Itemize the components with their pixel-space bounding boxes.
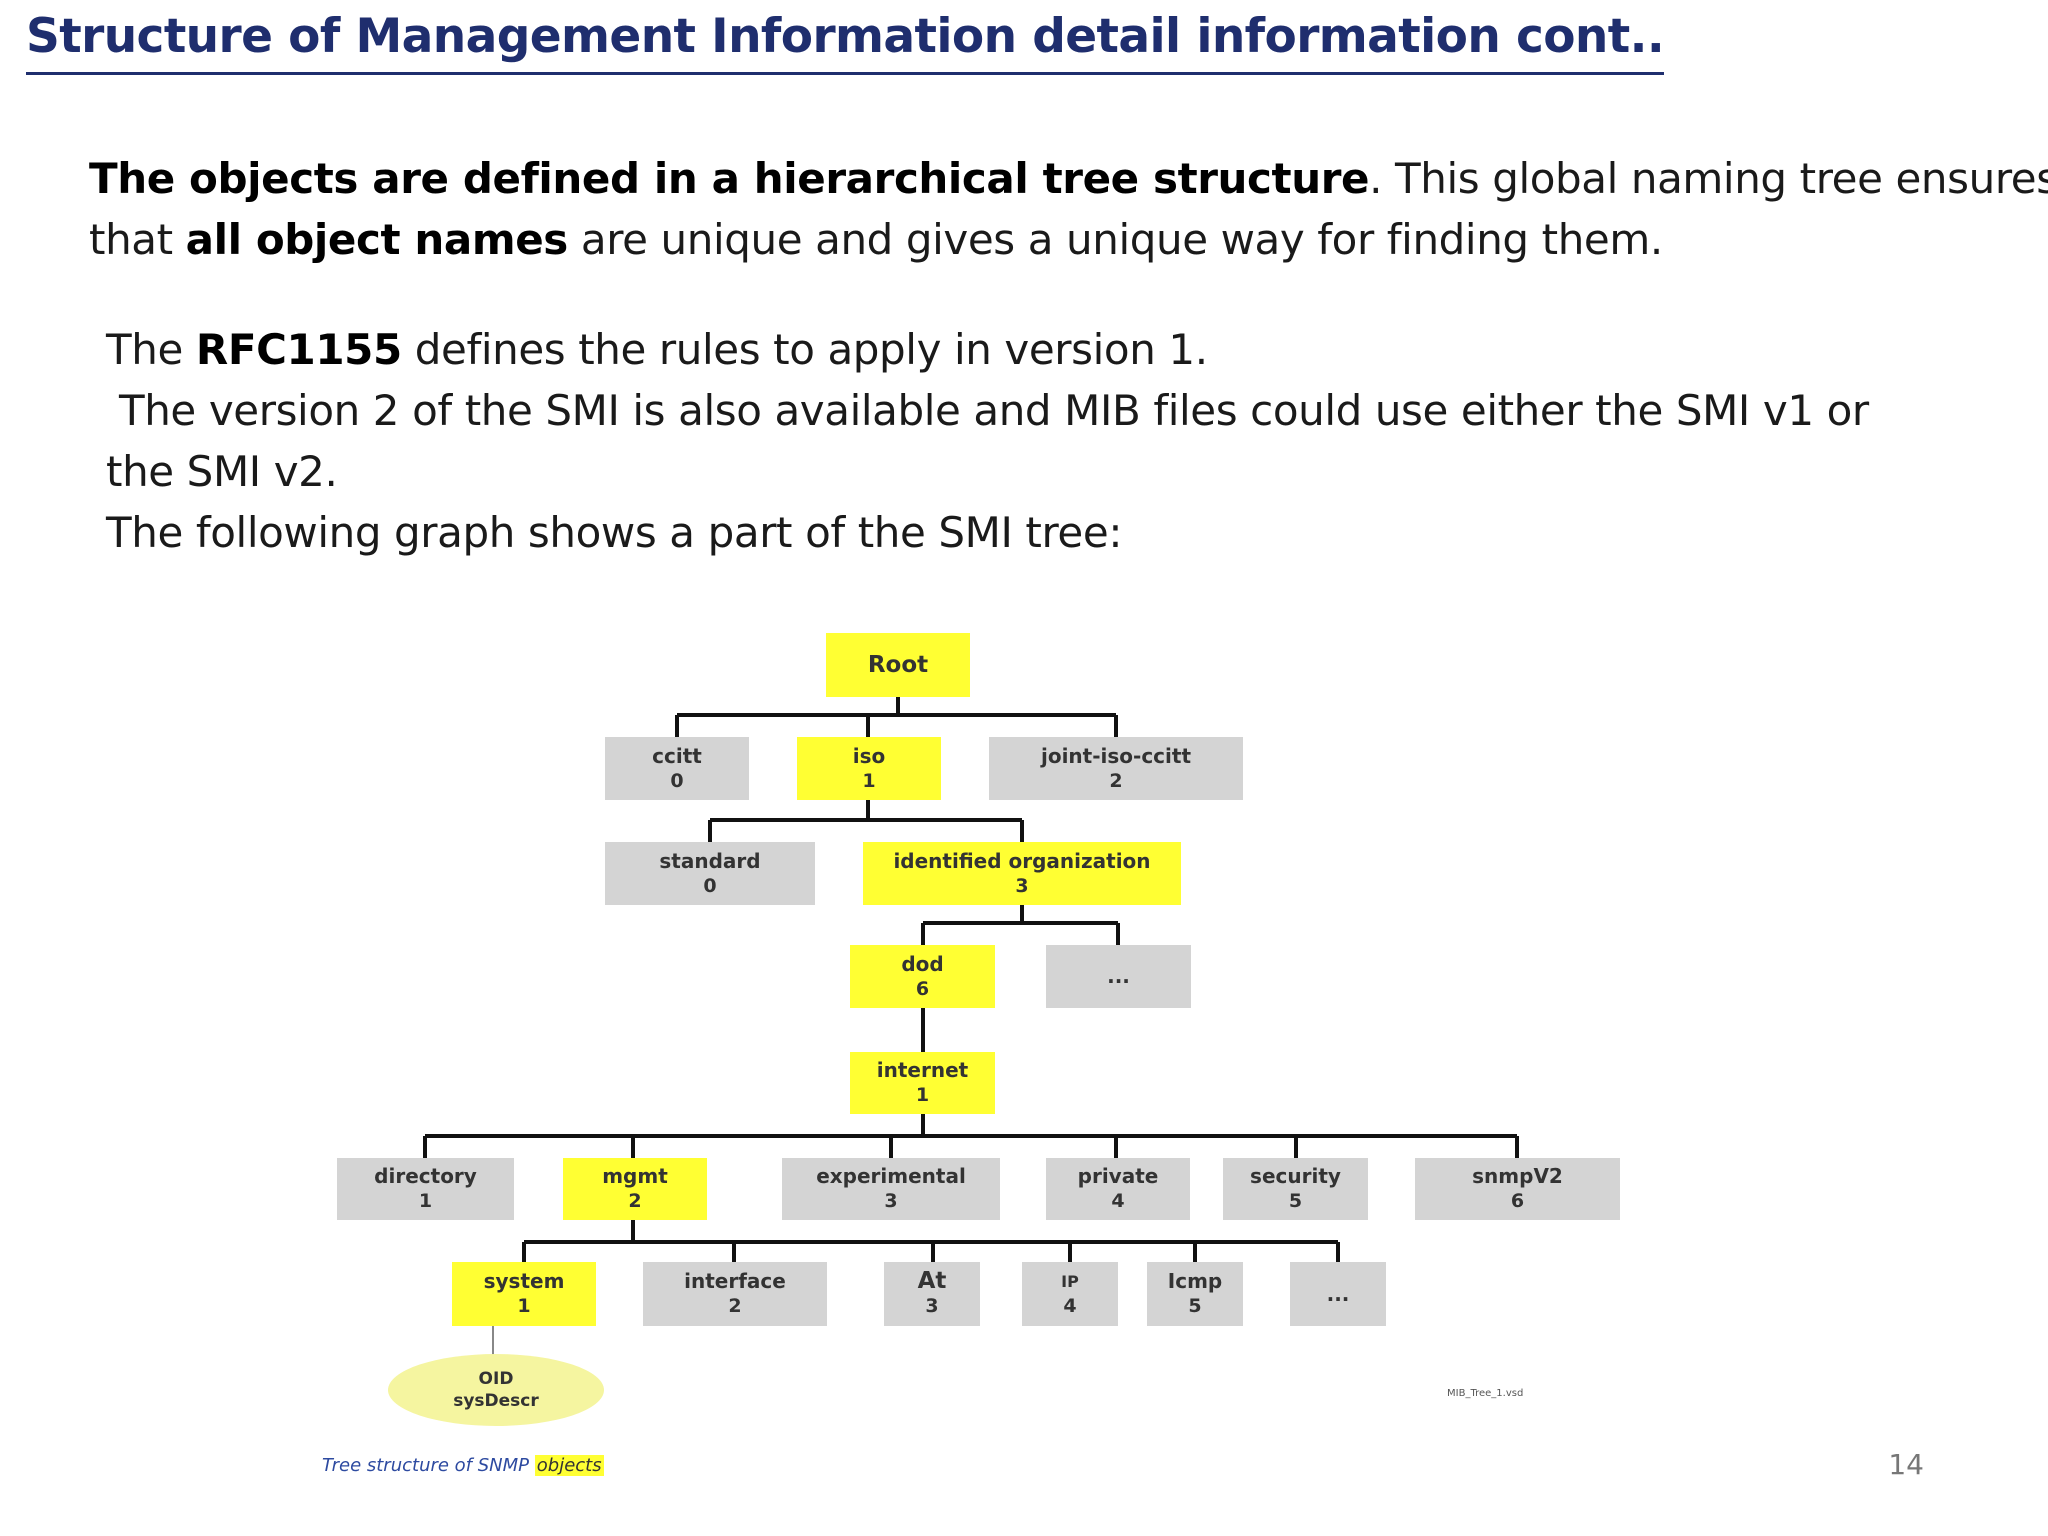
caption-text: Tree structure of SNMP	[322, 1455, 535, 1476]
oid-name: sysDescr	[453, 1391, 539, 1411]
node-label: security	[1250, 1164, 1341, 1188]
tree-node-standard: standard 0	[605, 842, 815, 905]
node-number: 1	[517, 1295, 531, 1317]
tree-node-identified-organization: identified organization 3	[863, 842, 1181, 905]
node-number: 5	[1288, 1190, 1303, 1212]
rfc-line-1: The RFC1155 defines the rules to apply i…	[106, 319, 1869, 380]
node-label: standard	[659, 848, 761, 873]
intro-text-1: . This global naming tree ensures	[1369, 154, 2048, 203]
rfc-paragraph: The RFC1155 defines the rules to apply i…	[106, 319, 1869, 563]
node-number: 4	[1111, 1190, 1125, 1212]
rfc-text-1: The	[106, 325, 196, 374]
tree-node-root: Root	[826, 633, 970, 697]
node-number: 2	[728, 1295, 742, 1317]
tree-node-private: private 4	[1046, 1158, 1190, 1220]
rfc-line-2: The version 2 of the SMI is also availab…	[106, 386, 1869, 435]
node-number: 2	[628, 1190, 642, 1212]
oid-sysdescr-ellipse: OID sysDescr	[388, 1354, 604, 1426]
intro-bold-1: The objects are defined in a hierarchica…	[89, 154, 1370, 203]
tree-node-interface: interface 2	[643, 1262, 827, 1326]
tree-node-ellipsis-2: ...	[1290, 1262, 1386, 1326]
tree-node-security: security 5	[1223, 1158, 1368, 1220]
tree-node-icmp: Icmp 5	[1147, 1262, 1243, 1326]
node-number: 2	[1109, 769, 1123, 792]
tree-node-ellipsis-1: ...	[1046, 945, 1191, 1008]
node-number: 5	[1188, 1295, 1202, 1317]
node-label: system	[483, 1269, 565, 1293]
node-label: mgmt	[602, 1164, 668, 1188]
node-label: snmpV2	[1472, 1164, 1563, 1188]
intro-paragraph: The objects are defined in a hierarchica…	[89, 148, 2048, 270]
node-label: joint-iso-ccitt	[1040, 743, 1192, 768]
tree-node-snmpv2: snmpV2 6	[1415, 1158, 1620, 1220]
rfc-text-2: defines the rules to apply in version 1.	[401, 325, 1208, 374]
intro-line-1: The objects are defined in a hierarchica…	[89, 148, 2048, 209]
oid-label: OID	[478, 1369, 514, 1389]
intro-line-2: that all object names are unique and giv…	[89, 209, 2048, 270]
rfc-line-4: The following graph shows a part of the …	[106, 508, 1123, 557]
tree-node-at: At 3	[884, 1262, 980, 1326]
node-label: directory	[374, 1164, 477, 1188]
node-number: 0	[703, 874, 717, 897]
tree-node-internet: internet 1	[850, 1052, 995, 1114]
node-number: 3	[1015, 874, 1029, 897]
slide-title: Structure of Management Information deta…	[26, 2, 1665, 75]
intro-bold-2: all object names	[185, 215, 569, 264]
node-number: 3	[925, 1295, 939, 1317]
node-number: 6	[1510, 1190, 1525, 1212]
node-label: IP	[1061, 1272, 1079, 1291]
node-label: experimental	[816, 1164, 966, 1188]
node-label: private	[1077, 1164, 1159, 1188]
tree-node-ccitt: ccitt 0	[605, 737, 749, 800]
diagram-file-label: MIB_Tree_1.vsd	[1447, 1388, 1524, 1399]
caption-highlight: objects	[534, 1455, 604, 1476]
node-label: identified organization	[893, 848, 1151, 873]
intro-text-3: are unique and gives a unique way for fi…	[567, 215, 1663, 264]
node-number: 1	[915, 1084, 930, 1106]
figure-caption: Tree structure of SNMP objects	[322, 1455, 604, 1476]
tree-node-system: system 1	[452, 1262, 596, 1326]
tree-node-ip: IP 4	[1022, 1262, 1118, 1326]
node-number: 6	[915, 977, 930, 1000]
node-number: 3	[884, 1190, 898, 1212]
node-label: Root	[867, 651, 929, 678]
rfc-line-3: the SMI v2.	[106, 447, 338, 496]
node-label: ...	[1326, 1281, 1350, 1306]
node-label: interface	[684, 1269, 786, 1293]
node-label: Icmp	[1167, 1269, 1223, 1293]
node-label: internet	[876, 1058, 969, 1082]
node-number: 0	[670, 769, 684, 792]
page-number: 14	[1888, 1448, 1924, 1481]
tree-node-joint-iso-ccitt: joint-iso-ccitt 2	[989, 737, 1243, 800]
node-label: At	[917, 1268, 947, 1294]
node-number: 1	[418, 1190, 433, 1212]
node-number: 4	[1063, 1295, 1077, 1317]
tree-node-iso: iso 1	[797, 737, 941, 800]
tree-node-experimental: experimental 3	[782, 1158, 1000, 1220]
node-label: ccitt	[652, 743, 702, 768]
intro-text-2: that	[89, 215, 186, 264]
node-label: dod	[901, 951, 944, 976]
rfc-bold: RFC1155	[195, 325, 402, 374]
tree-node-dod: dod 6	[850, 945, 995, 1008]
node-label: iso	[852, 743, 886, 768]
tree-node-mgmt: mgmt 2	[563, 1158, 707, 1220]
tree-node-directory: directory 1	[337, 1158, 514, 1220]
node-number: 1	[862, 769, 876, 792]
node-label: ...	[1107, 964, 1130, 988]
